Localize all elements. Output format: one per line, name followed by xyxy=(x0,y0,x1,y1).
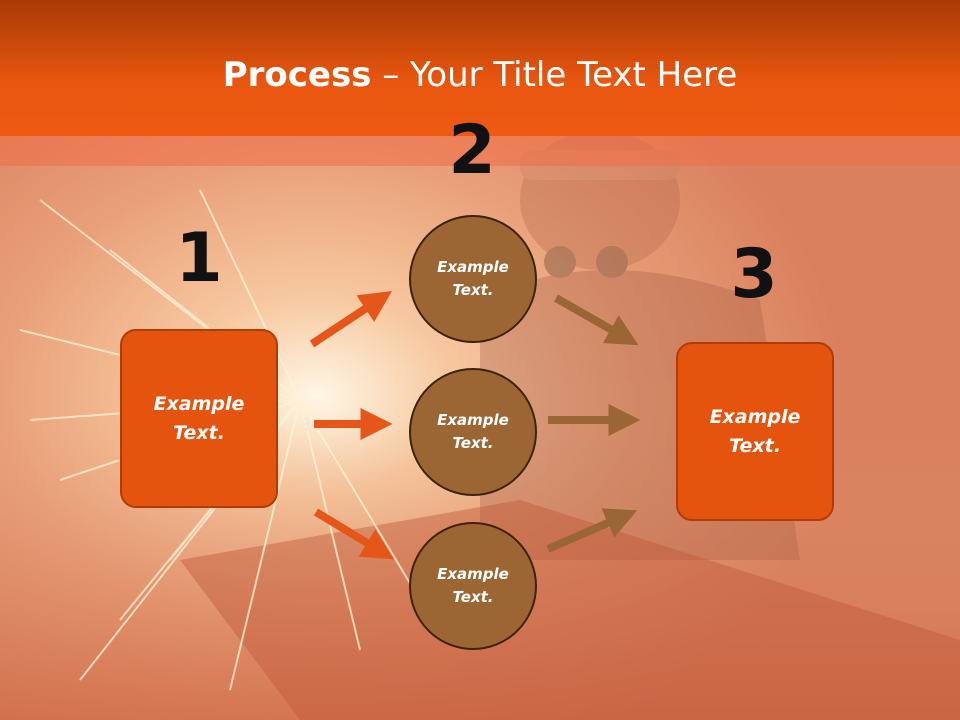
step-1-box: Example Text. xyxy=(120,329,278,508)
arrow-bottom-to-3 xyxy=(546,508,638,553)
step-3-text: Example Text. xyxy=(709,405,801,457)
circle-middle-text: Example Text. xyxy=(437,411,509,452)
step-2-circle-bottom: Example Text. xyxy=(409,522,537,650)
circle-top-text: Example Text. xyxy=(437,258,509,299)
step-2-circle-middle: Example Text. xyxy=(409,368,537,496)
arrow-top-to-3 xyxy=(554,294,639,346)
title-bar xyxy=(0,0,960,136)
slide-title: Process – Your Title Text Here xyxy=(0,52,960,98)
step-1-text: Example Text. xyxy=(153,392,245,444)
step-number-3: 3 xyxy=(730,235,778,314)
circle-bottom-text: Example Text. xyxy=(437,565,509,606)
arrow-1-to-bottom xyxy=(313,508,395,560)
arrow-1-to-top xyxy=(309,291,393,348)
step-number-2: 2 xyxy=(448,111,496,190)
title-band xyxy=(0,136,960,166)
step-3-box: Example Text. xyxy=(676,342,834,521)
title-bold: Process xyxy=(222,55,372,95)
step-2-circle-top: Example Text. xyxy=(409,215,537,343)
step-number-1: 1 xyxy=(175,219,223,298)
title-rest: – Your Title Text Here xyxy=(371,55,738,95)
